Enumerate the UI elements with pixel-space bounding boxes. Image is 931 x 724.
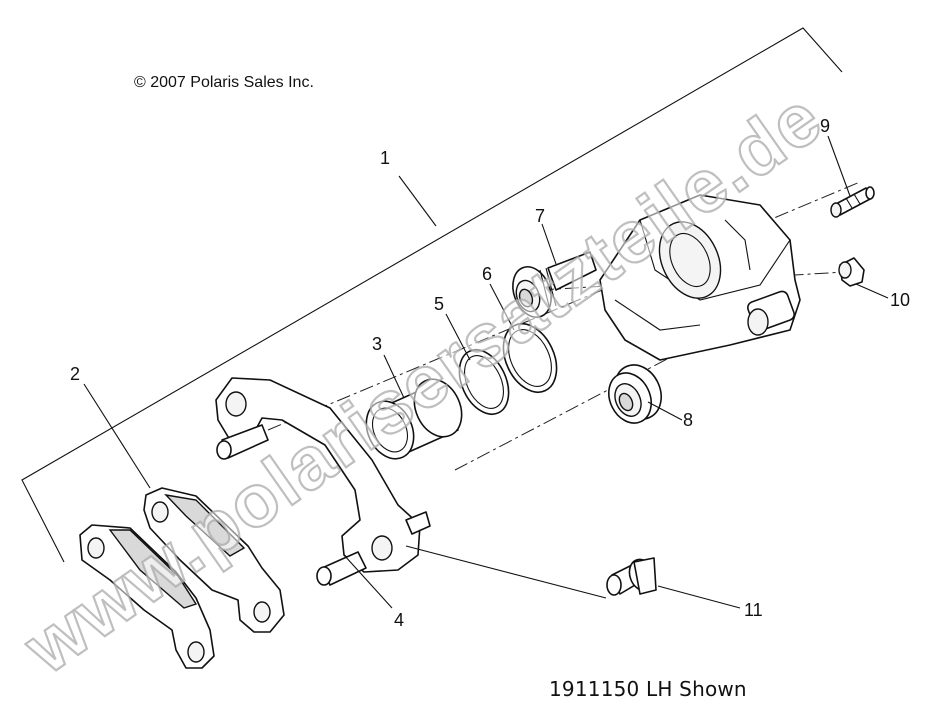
callout-6: 6 xyxy=(482,264,492,284)
brake-pad-rear xyxy=(143,487,285,633)
pin-boot xyxy=(512,251,597,318)
bleeder-screw xyxy=(830,186,875,218)
callout-11: 11 xyxy=(744,600,763,620)
callout-3: 3 xyxy=(372,334,382,354)
callout-2: 2 xyxy=(70,364,80,384)
dust-boot xyxy=(608,364,662,424)
seal-ring-outer xyxy=(502,323,558,393)
callout-9: 9 xyxy=(820,116,830,136)
assembly-bracket xyxy=(21,27,843,563)
copyright-notice: © 2007 Polaris Sales Inc. xyxy=(134,74,314,91)
mounting-bolt xyxy=(606,557,657,596)
caliper-housing xyxy=(599,194,801,361)
callout-5: 5 xyxy=(434,294,444,314)
watermark: www.polarisersatzteile.de xyxy=(9,75,837,690)
callout-labels: 1 2 3 4 5 6 7 8 9 10 11 xyxy=(70,116,910,630)
figure-id: 1911150 LH Shown xyxy=(549,677,747,701)
brake-pad-front xyxy=(79,524,215,669)
caliper-bracket xyxy=(215,377,431,586)
callout-7: 7 xyxy=(535,206,545,226)
bleeder-cap xyxy=(838,257,865,287)
callout-4: 4 xyxy=(394,610,404,630)
callout-10: 10 xyxy=(890,290,910,310)
callout-8: 8 xyxy=(683,410,693,430)
callout-1: 1 xyxy=(380,148,390,168)
leader-lines xyxy=(83,135,889,609)
seal-ring-inner xyxy=(458,349,510,415)
caliper-piston xyxy=(365,378,463,460)
